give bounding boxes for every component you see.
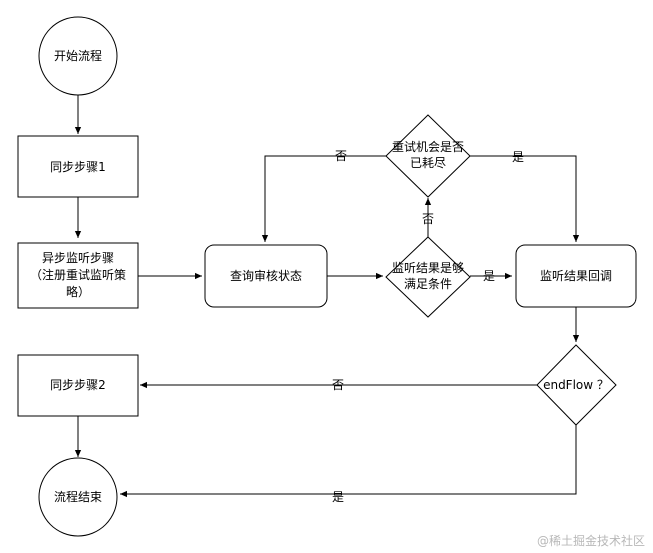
node-callback: 监听结果回调 [515,244,637,308]
node-endflow-label: endFlow ？ [543,378,609,392]
node-check-label-line2: 满足条件 [404,277,452,291]
edge-label-retry-yes: 是 [512,150,524,164]
node-check-label-line1: 监听结果是够 [392,261,464,275]
node-async: 异步监听步骤 （注册重试监听策 略） [17,242,139,309]
edge-retry-to-query [261,155,386,242]
watermark-text: @稀土掘金技术社区 [537,533,645,548]
edge-label-endflow-no: 否 [332,378,344,392]
node-sync2: 同步步骤2 [17,354,139,417]
node-start-label: 开始流程 [54,48,102,63]
edge-label-check-no: 否 [422,212,434,226]
node-check-diamond: 监听结果是够 满足条件 [385,236,471,318]
edges [74,95,580,498]
edge-label-endflow-yes: 是 [332,490,344,504]
node-sync2-label: 同步步骤2 [50,378,106,392]
node-callback-label: 监听结果回调 [540,269,612,283]
node-sync1-label: 同步步骤1 [50,160,106,174]
node-query: 查询审核状态 [204,244,328,308]
node-retry-label-line2: 已耗尽 [410,156,446,170]
node-endflow-diamond: endFlow ？ [536,344,617,426]
node-async-label-line3: 略） [66,284,90,299]
node-async-label-line1: 异步监听步骤 [42,251,114,265]
node-async-label-line2: （注册重试监听策 [30,267,126,282]
edge-retry-to-callback [470,155,580,242]
node-start: 开始流程 [38,16,118,96]
edge-label-retry-no: 否 [335,149,347,163]
node-end-label: 流程结束 [54,489,102,504]
node-end: 流程结束 [38,457,118,537]
edge-label-check-yes: 是 [483,269,495,283]
node-retry-diamond: 重试机会是否 已耗尽 [385,114,471,198]
edge-endflow-to-end [120,425,577,498]
node-retry-label-line1: 重试机会是否 [392,139,464,154]
node-sync1: 同步步骤1 [17,135,139,198]
node-query-label: 查询审核状态 [230,268,302,283]
